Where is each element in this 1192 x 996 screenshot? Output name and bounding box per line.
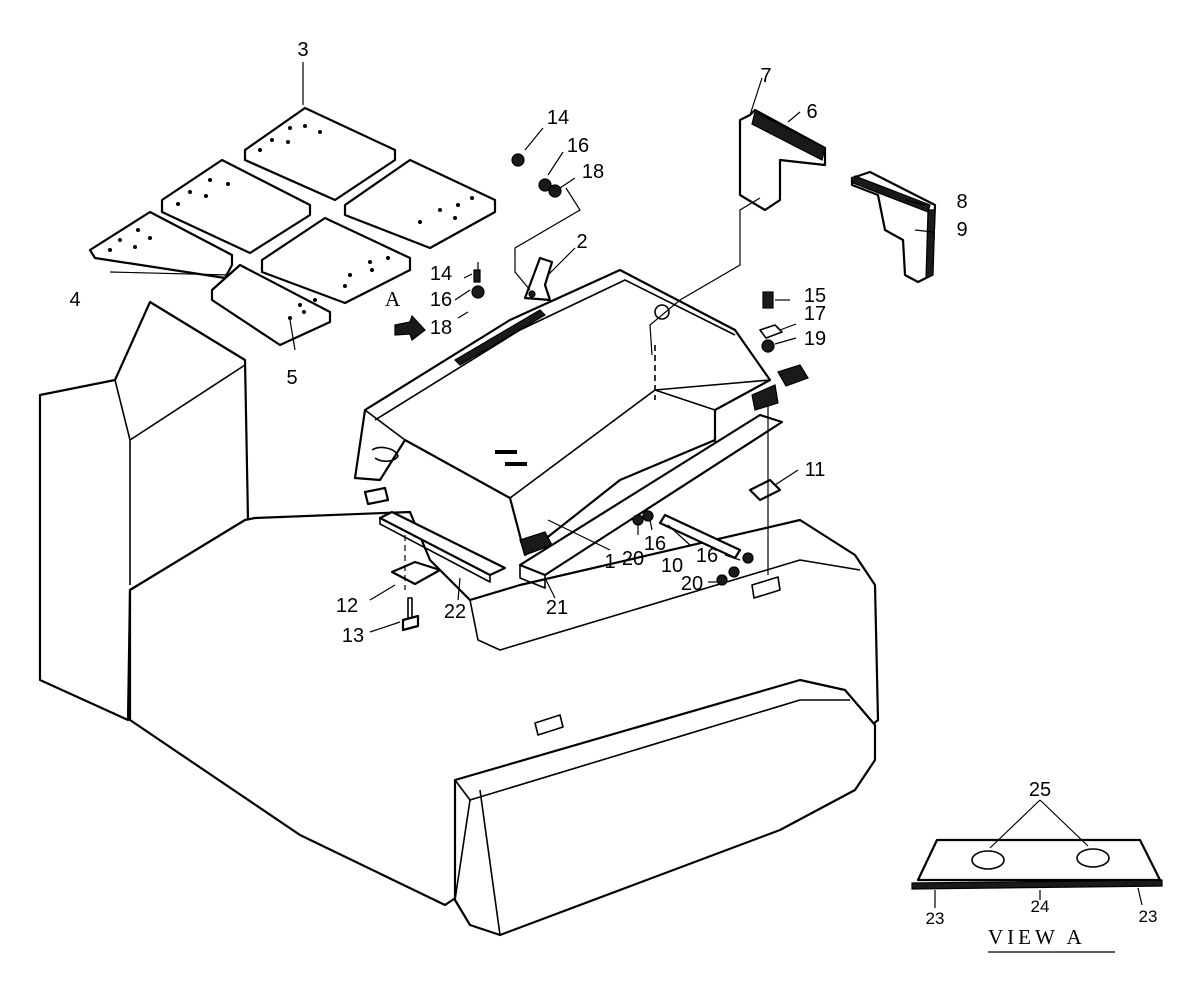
- view-a-arrow: [394, 314, 426, 341]
- nut-20b: [716, 574, 728, 586]
- label-16-mid: 16: [644, 533, 666, 555]
- washer-16a: [642, 510, 654, 522]
- label-23-right: 23: [1139, 907, 1158, 926]
- label-7: 7: [760, 65, 771, 87]
- bolt-13: [401, 614, 420, 632]
- label-16-top: 16: [567, 135, 589, 157]
- main-cover: [353, 268, 779, 557]
- bracket-7: [738, 108, 827, 212]
- hardware: [390, 153, 809, 632]
- label-21: 21: [546, 597, 568, 619]
- plate-3: [243, 106, 397, 202]
- latch-2: [523, 256, 554, 302]
- nut-20a: [632, 514, 644, 526]
- label-13: 13: [342, 625, 364, 647]
- cover-hinge-rear: [751, 384, 779, 411]
- washer-17: [759, 324, 783, 339]
- side-brackets: [738, 108, 937, 284]
- label-18-left: 18: [430, 317, 452, 339]
- washer-16c: [742, 552, 754, 564]
- label-view-arrow-a: A: [385, 287, 404, 311]
- washer-19: [761, 339, 775, 353]
- top-plates: [88, 106, 497, 347]
- bolt-15: [762, 291, 774, 309]
- machine-body: [38, 300, 880, 937]
- plate-5: [210, 263, 332, 347]
- cover-foot: [363, 486, 390, 506]
- label-10: 10: [661, 555, 683, 577]
- plate-lower-right: [260, 216, 412, 305]
- leader-lines: [109, 62, 934, 633]
- bracket-8: [850, 170, 937, 284]
- label-16-left: 16: [430, 289, 452, 311]
- label-25: 25: [1029, 779, 1051, 801]
- mount-bracket-rear: [751, 576, 781, 599]
- label-11: 11: [805, 459, 826, 481]
- label-19: 19: [804, 328, 826, 350]
- label-16-right: 16: [696, 545, 718, 567]
- view-a-detail: [911, 799, 1163, 953]
- view-a-plate: [916, 838, 1162, 882]
- label-2: 2: [576, 231, 587, 253]
- label-20-right: 20: [681, 573, 703, 595]
- label-9: 9: [956, 219, 967, 241]
- washer-16b: [728, 566, 740, 578]
- cover-hole: [654, 304, 670, 320]
- label-6: 6: [806, 101, 817, 123]
- washer-16-left: [471, 285, 485, 299]
- strip-9: [925, 209, 936, 279]
- label-5: 5: [286, 367, 297, 389]
- rail-22: [378, 510, 507, 577]
- label-24: 24: [1031, 897, 1050, 916]
- strip-6: [751, 111, 826, 161]
- rail-21: [518, 413, 784, 577]
- washer-16-top: [538, 178, 552, 192]
- washer-18-top: [548, 184, 562, 198]
- label-14-left: 14: [430, 263, 452, 285]
- part-labels: 3 14 16 18 2 14 16 18 A 4 5 7 6 8 9 15 1…: [69, 39, 1157, 949]
- rails: [378, 413, 784, 589]
- label-20-mid: 20: [622, 548, 644, 570]
- pad-rear: [777, 364, 809, 387]
- cover-handle: [371, 446, 399, 462]
- view-a-hole-left: [971, 850, 1005, 870]
- label-22: 22: [444, 601, 466, 623]
- cover-marking: [495, 450, 527, 466]
- label-8: 8: [956, 191, 967, 213]
- cover-hinge-strip: [454, 309, 546, 366]
- view-a-strip: [911, 879, 1163, 890]
- view-a-hole-right: [1076, 848, 1110, 868]
- cap-slot: [534, 714, 564, 736]
- plate-4: [88, 210, 234, 280]
- label-17: 17: [804, 303, 826, 325]
- label-4: 4: [69, 289, 80, 311]
- bracket-12: [390, 560, 442, 586]
- view-a-title: VIEW A: [988, 925, 1086, 949]
- bolt-14-top: [511, 153, 525, 167]
- label-1: 1: [604, 551, 615, 573]
- label-12: 12: [336, 595, 358, 617]
- bolt-14-left: [473, 269, 481, 283]
- label-15: 15: [804, 285, 826, 307]
- plate-right: [343, 158, 497, 250]
- label-18-top: 18: [582, 161, 604, 183]
- bracket-11: [748, 478, 782, 502]
- plate-center: [160, 158, 312, 255]
- label-3: 3: [297, 39, 308, 61]
- label-23-left: 23: [926, 909, 945, 928]
- label-14-top: 14: [547, 107, 569, 129]
